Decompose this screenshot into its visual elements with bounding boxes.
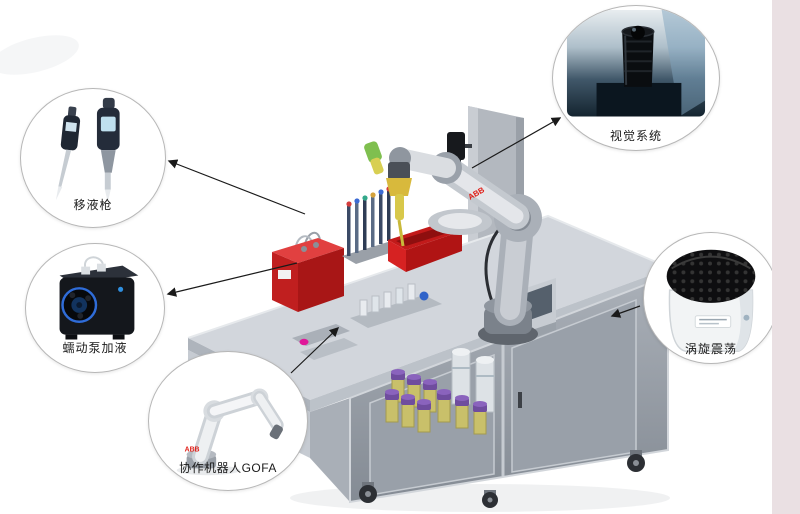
caster-wheel [482, 490, 498, 508]
vial [437, 389, 451, 423]
vortex-mixer-icon [666, 249, 756, 352]
door-handle [518, 392, 522, 408]
caster-wheel [627, 450, 645, 472]
peristaltic-pump-icon [59, 256, 139, 340]
callout-gofa: ABB 协作机器人GOFA [148, 351, 308, 491]
gripper-tool [364, 141, 412, 247]
vial [407, 374, 421, 408]
callout-label: 移液枪 [73, 198, 113, 212]
right-margin-stripe [772, 0, 800, 514]
callout-label: 协作机器人GOFA [179, 461, 277, 475]
vial [385, 389, 399, 423]
vial [417, 399, 431, 433]
callout-label: 涡旋震荡 [684, 342, 737, 356]
vial [473, 401, 487, 435]
vial-rack [350, 283, 442, 328]
robot-arm: ABB [364, 141, 542, 345]
callout-pump: 蠕动泵加液 [25, 243, 165, 373]
callout-label: 视觉系统 [609, 129, 662, 143]
callout-label: 蠕动泵加液 [62, 341, 128, 355]
vial [455, 395, 469, 429]
caster-wheel [359, 482, 377, 503]
sample-vials [385, 348, 495, 435]
robot-brand-label: ABB [185, 447, 200, 454]
vial [401, 394, 415, 428]
vision-camera-icon [566, 9, 706, 117]
ring-fixture [428, 209, 492, 235]
tube-stand [342, 186, 402, 264]
callout-vision: 视觉系统 [552, 5, 720, 151]
callout-pipette: 移液枪 [20, 88, 166, 228]
cobot-arm-icon: ABB [176, 388, 284, 476]
callout-vortex: 涡旋震荡 [643, 232, 779, 364]
pipette-icon [55, 97, 120, 203]
equipment-cart [188, 274, 669, 508]
